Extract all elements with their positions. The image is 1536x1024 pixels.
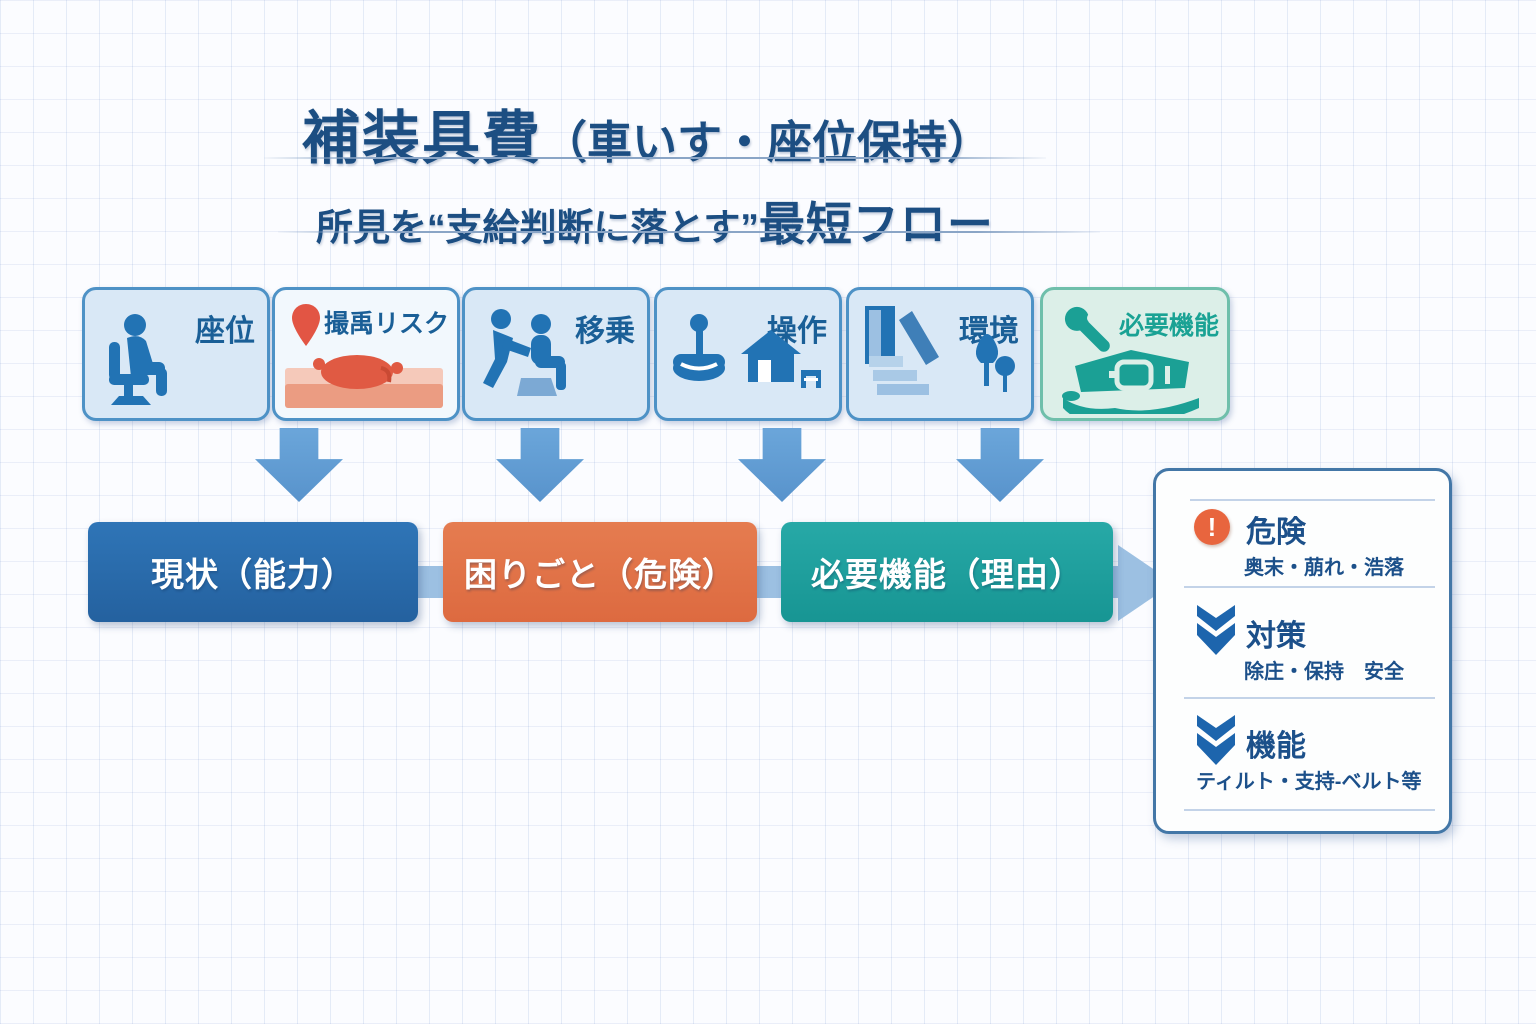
assessment-box-label: 座位: [195, 315, 255, 348]
pressure-sore-illustration: [285, 355, 443, 408]
assessment-box-sitting: 座位: [82, 287, 270, 421]
flow-box-label: 現状（能力）: [151, 556, 355, 593]
panel-section-detail-function: ティルト・支持-ベルト等: [1196, 771, 1422, 793]
subtitle-quote: “支給判断に落とす”: [427, 206, 759, 248]
seated-person-icon: [109, 314, 167, 405]
page-title-main: 補装具費: [302, 106, 543, 172]
panel-divider: [1190, 499, 1435, 501]
flow-box-current-status: 現状（能力）: [88, 522, 418, 622]
flow-box-label: 困りごと（危険）: [464, 556, 736, 593]
down-arrow-icon: [956, 428, 1044, 502]
panel-divider: [1184, 697, 1435, 699]
page-title-paren: （車いす・座位保持）: [542, 117, 993, 169]
joystick-house-icon: [673, 314, 821, 388]
assessment-box-pressure-risk: 撮禹リスク: [272, 287, 460, 421]
location-pin-icon: [292, 304, 320, 346]
assessment-box-label: 必要機能: [1118, 312, 1219, 340]
down-arrow-icon: [738, 428, 826, 502]
down-arrow-icon: [255, 428, 343, 502]
page-subtitle: 所見を“支給判断に落とす”最短フロー: [316, 188, 994, 254]
panel-divider: [1184, 586, 1435, 588]
double-down-arrow-icon: [1197, 715, 1235, 765]
alert-glyph: !: [1207, 511, 1217, 542]
page-title: 補装具費（車いす・座位保持）: [302, 91, 992, 175]
assessment-box-label: 移乗: [575, 315, 635, 348]
caregiver-transfer-icon: [483, 309, 566, 396]
assessment-box-transfer: 移乗: [462, 287, 650, 421]
result-panel: ! 危険 奥末・萠れ・浩落 対策 除庄・保持 安全 機能 ティルト・支持-ベルト…: [1153, 468, 1452, 834]
title-divider: [264, 157, 1046, 159]
subtitle-prefix: 所見を: [316, 206, 427, 248]
double-down-arrow-icon: [1197, 605, 1235, 655]
panel-section-detail-countermeasure: 除庄・保持 安全: [1244, 661, 1404, 683]
assessment-box-operation: 操作: [654, 287, 842, 421]
subtitle-suffix: 最短フロー: [758, 197, 994, 250]
assessment-box-label: 撮禹リスク: [323, 310, 449, 338]
down-arrow-icon: [496, 428, 584, 502]
flow-box-required-function-reason: 必要機能（理由）: [781, 522, 1113, 622]
assessment-box-required-function: 必要機能: [1040, 287, 1230, 421]
assessment-box-environment: 環境: [846, 287, 1034, 421]
belt-on-hand-icon: [1062, 350, 1199, 414]
flow-box-problems: 困りごと（危険）: [443, 522, 757, 622]
alert-icon: !: [1194, 509, 1230, 545]
panel-divider: [1184, 809, 1435, 811]
panel-section-heading-danger: 危険: [1246, 516, 1306, 549]
subtitle-divider: [278, 231, 1100, 233]
flow-box-label: 必要機能（理由）: [811, 556, 1083, 593]
panel-section-heading-countermeasure: 対策: [1246, 620, 1306, 653]
door-stairs-trees-icon: [865, 306, 1015, 395]
wrench-icon: [1062, 306, 1110, 356]
panel-section-detail-danger: 奥末・萠れ・浩落: [1244, 557, 1404, 579]
panel-section-heading-function: 機能: [1246, 730, 1306, 763]
